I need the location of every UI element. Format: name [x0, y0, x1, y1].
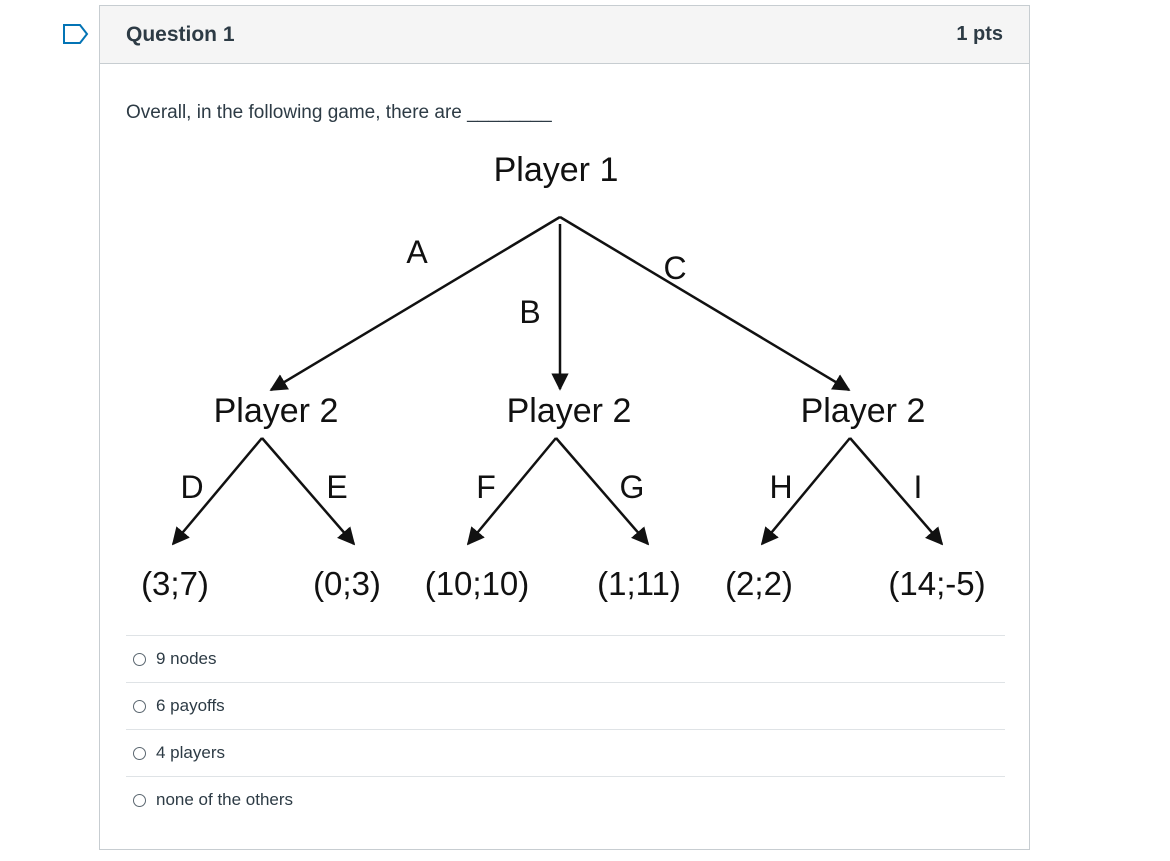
answer-label: 9 nodes — [156, 649, 217, 668]
edge-h — [760, 437, 851, 546]
payoff-f: (10;10) — [425, 565, 530, 602]
radio-button[interactable] — [133, 793, 146, 807]
edge-f — [466, 437, 557, 546]
payoff-h: (2;2) — [725, 565, 793, 602]
move-label-d: D — [180, 469, 203, 505]
bookmark-flag-icon[interactable] — [62, 23, 90, 45]
answer-label: 4 players — [156, 743, 225, 762]
player2-label-left: Player 2 — [214, 392, 339, 430]
move-label-b: B — [519, 294, 540, 330]
move-label-g: G — [620, 469, 645, 505]
question-card: Question 1 1 pts Overall, in the followi… — [99, 5, 1030, 850]
payoff-e: (0;3) — [313, 565, 381, 602]
answer-list: 9 nodes 6 payoffs 4 players none of the … — [126, 635, 1005, 823]
game-tree-figure: Player 1 A B C Player 2 Player 2 Player … — [126, 136, 1006, 621]
root-player-label: Player 1 — [494, 151, 619, 189]
question-text: Overall, in the following game, there ar… — [126, 102, 552, 123]
move-label-f: F — [476, 469, 496, 505]
move-label-a: A — [406, 234, 428, 270]
edge-d — [171, 437, 263, 546]
edge-a — [269, 215, 561, 392]
answer-label: none of the others — [156, 790, 294, 809]
payoff-d: (3;7) — [141, 565, 209, 602]
answer-option-none[interactable]: none of the others — [126, 776, 1005, 823]
payoff-g: (1;11) — [597, 565, 681, 602]
radio-button[interactable] — [133, 699, 146, 713]
answer-option-6-payoffs[interactable]: 6 payoffs — [126, 682, 1005, 729]
move-label-h: H — [769, 469, 792, 505]
edge-c — [559, 215, 851, 392]
edge-g — [555, 437, 650, 546]
question-header: Question 1 1 pts — [100, 6, 1029, 64]
move-label-i: I — [914, 469, 923, 505]
payoff-i: (14;-5) — [888, 565, 985, 602]
move-label-c: C — [663, 250, 686, 286]
player2-label-middle: Player 2 — [507, 392, 632, 430]
move-label-e: E — [326, 469, 347, 505]
answer-label: 6 payoffs — [156, 696, 225, 715]
radio-button[interactable] — [133, 746, 146, 760]
radio-button[interactable] — [133, 652, 146, 666]
edge-e — [261, 437, 356, 546]
edge-i — [849, 437, 944, 546]
question-points: 1 pts — [956, 23, 1003, 45]
question-title: Question 1 — [126, 22, 235, 46]
answer-option-9-nodes[interactable]: 9 nodes — [126, 635, 1005, 682]
player2-label-right: Player 2 — [801, 392, 926, 430]
answer-option-4-players[interactable]: 4 players — [126, 729, 1005, 776]
